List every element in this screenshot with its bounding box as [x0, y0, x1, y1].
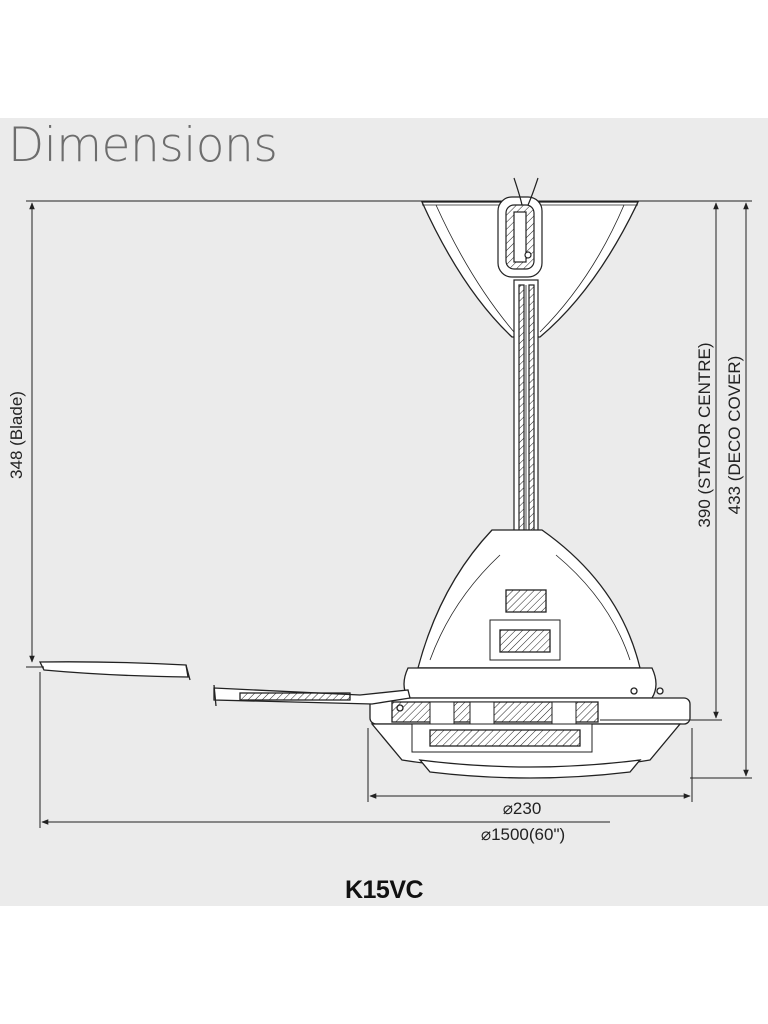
label-sweep-diameter: ⌀1500(60")	[481, 825, 565, 844]
dimension-stator-centre	[600, 202, 722, 721]
dimension-sweep-diameter	[39, 672, 610, 828]
hanger-bracket	[497, 177, 543, 278]
label-motor-diameter: ⌀230	[503, 799, 542, 818]
label-blade-height: 348 (Blade)	[7, 391, 26, 479]
upper-motor-cover	[417, 529, 641, 669]
label-deco-cover: 433 (DECO COVER)	[725, 356, 744, 515]
page-title: Dimensions	[8, 118, 278, 173]
dimension-deco-cover	[690, 202, 752, 779]
label-stator-centre: 390 (STATOR CENTRE)	[695, 342, 714, 527]
fan-blade	[38, 661, 411, 707]
model-name: K15VC	[344, 876, 424, 904]
dimension-motor-diameter	[367, 728, 693, 802]
motor-housing	[369, 667, 691, 779]
drawing-panel	[0, 118, 768, 906]
dimension-blade-height	[26, 202, 44, 668]
